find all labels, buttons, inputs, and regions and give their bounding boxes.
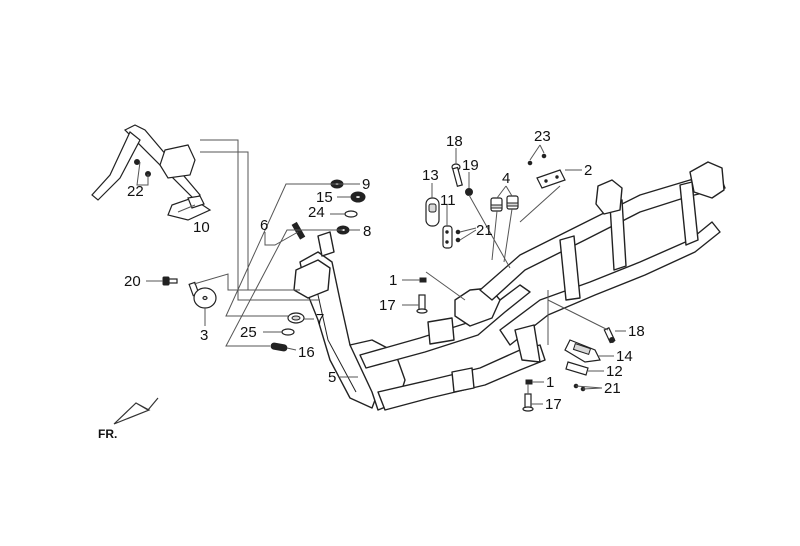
part-6-pin[interactable] xyxy=(291,221,306,240)
part-21-screw-a[interactable] xyxy=(455,229,461,235)
callout-1-right[interactable]: 1 xyxy=(546,374,554,391)
callout-14[interactable]: 14 xyxy=(616,348,633,365)
callout-21-right[interactable]: 21 xyxy=(604,380,621,397)
callout-16[interactable]: 16 xyxy=(298,344,315,361)
part-17-bolt-right[interactable] xyxy=(522,393,534,412)
callout-1-center[interactable]: 1 xyxy=(389,272,397,289)
part-3-stay[interactable] xyxy=(188,281,217,309)
callout-8[interactable]: 8 xyxy=(363,223,371,240)
callout-18-top[interactable]: 18 xyxy=(446,133,463,150)
part-15-bearing-hole xyxy=(354,194,362,200)
part-22-nut-a[interactable] xyxy=(134,159,140,165)
callout-17-right[interactable]: 17 xyxy=(545,396,562,413)
part-1-collar-center[interactable] xyxy=(419,277,427,283)
callout-labels: 1 1 2 3 4 5 6 7 8 9 10 11 12 13 14 15 16… xyxy=(124,128,645,413)
main-frame[interactable] xyxy=(293,161,726,411)
part-19-nut[interactable] xyxy=(465,188,473,196)
callout-25[interactable]: 25 xyxy=(240,324,257,341)
callout-3[interactable]: 3 xyxy=(200,327,208,344)
callout-12[interactable]: 12 xyxy=(606,363,623,380)
part-25-ring[interactable] xyxy=(281,328,295,336)
callout-23[interactable]: 23 xyxy=(534,128,551,145)
part-11-bracket[interactable] xyxy=(442,225,453,249)
callout-13[interactable]: 13 xyxy=(422,167,439,184)
part-18-bolt-right[interactable] xyxy=(603,327,616,344)
callout-24[interactable]: 24 xyxy=(308,204,325,221)
front-arrow-icon xyxy=(113,397,159,425)
callout-22[interactable]: 22 xyxy=(127,183,144,200)
part-17-bolt-center[interactable] xyxy=(416,294,428,314)
front-label: FR. xyxy=(98,427,117,441)
callout-20[interactable]: 20 xyxy=(124,273,141,290)
part-13-rubber[interactable] xyxy=(425,197,440,227)
callout-18-right[interactable]: 18 xyxy=(628,323,645,340)
part-24-ring[interactable] xyxy=(344,210,358,218)
callout-10[interactable]: 10 xyxy=(193,219,210,236)
part-18-bolt-top[interactable] xyxy=(451,163,463,187)
part-12-plate[interactable] xyxy=(565,361,589,376)
callout-7[interactable]: 7 xyxy=(316,311,324,328)
part-20-bolt[interactable] xyxy=(162,276,178,286)
callout-11[interactable]: 11 xyxy=(440,192,456,209)
part-10-bracket[interactable] xyxy=(91,124,212,221)
part-2-plate[interactable] xyxy=(536,169,566,189)
part-21-screw-b[interactable] xyxy=(455,237,461,243)
callout-6[interactable]: 6 xyxy=(260,217,268,234)
part-16-spring[interactable] xyxy=(270,342,288,352)
part-1-collar-right[interactable] xyxy=(525,379,533,385)
callout-5[interactable]: 5 xyxy=(328,369,336,386)
part-23-screw-a[interactable] xyxy=(527,160,533,166)
leader-lines xyxy=(136,139,626,405)
callout-4[interactable]: 4 xyxy=(502,170,510,187)
callout-19[interactable]: 19 xyxy=(462,157,479,174)
part-23-screw-b[interactable] xyxy=(541,153,547,159)
callout-21-center[interactable]: 21 xyxy=(476,222,493,239)
callout-2[interactable]: 2 xyxy=(584,162,592,179)
part-7-seal-hole xyxy=(291,315,301,321)
front-direction-indicator: FR. xyxy=(98,397,159,441)
part-14-step[interactable] xyxy=(564,339,601,363)
callout-17-center[interactable]: 17 xyxy=(379,297,396,314)
part-4-mounts[interactable] xyxy=(490,195,519,212)
callout-9[interactable]: 9 xyxy=(362,176,370,193)
callout-15[interactable]: 15 xyxy=(316,189,333,206)
